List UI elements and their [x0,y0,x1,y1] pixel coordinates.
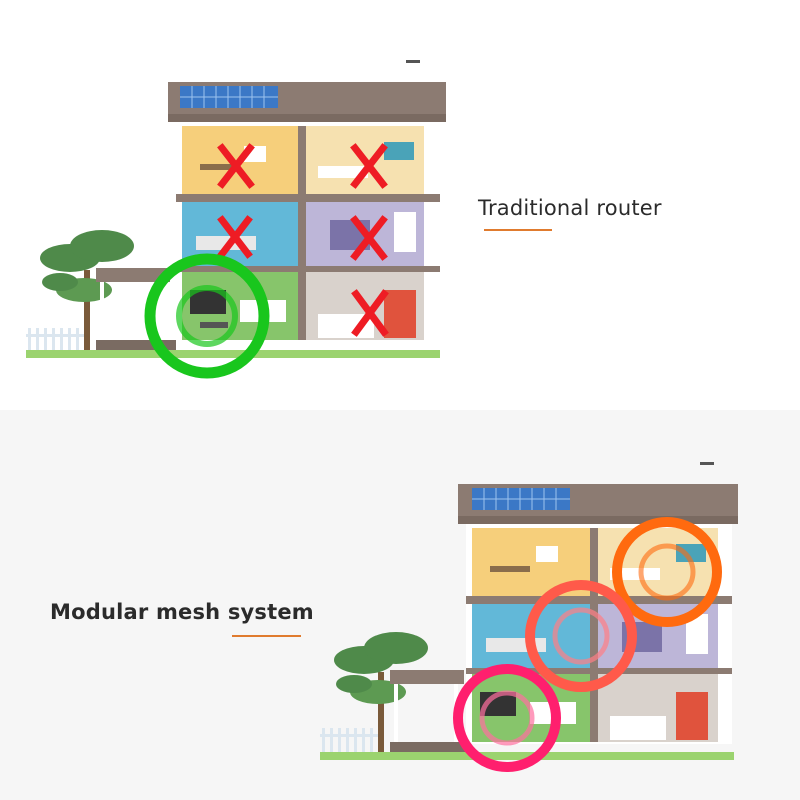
fence [26,328,90,350]
caption-underline-top [484,229,552,231]
mesh-system-caption: Modular mesh system [50,600,314,624]
ground [26,350,440,358]
router-signal-ring [144,253,270,379]
tree-illustration [40,230,134,350]
porch [96,268,176,350]
traditional-house-scene [26,60,446,379]
solar-panel [180,86,278,108]
chimney [406,60,420,63]
no-signal-x-icon [217,143,389,337]
traditional-router-caption: Traditional router [478,196,662,220]
caption-underline-bottom [232,635,301,637]
